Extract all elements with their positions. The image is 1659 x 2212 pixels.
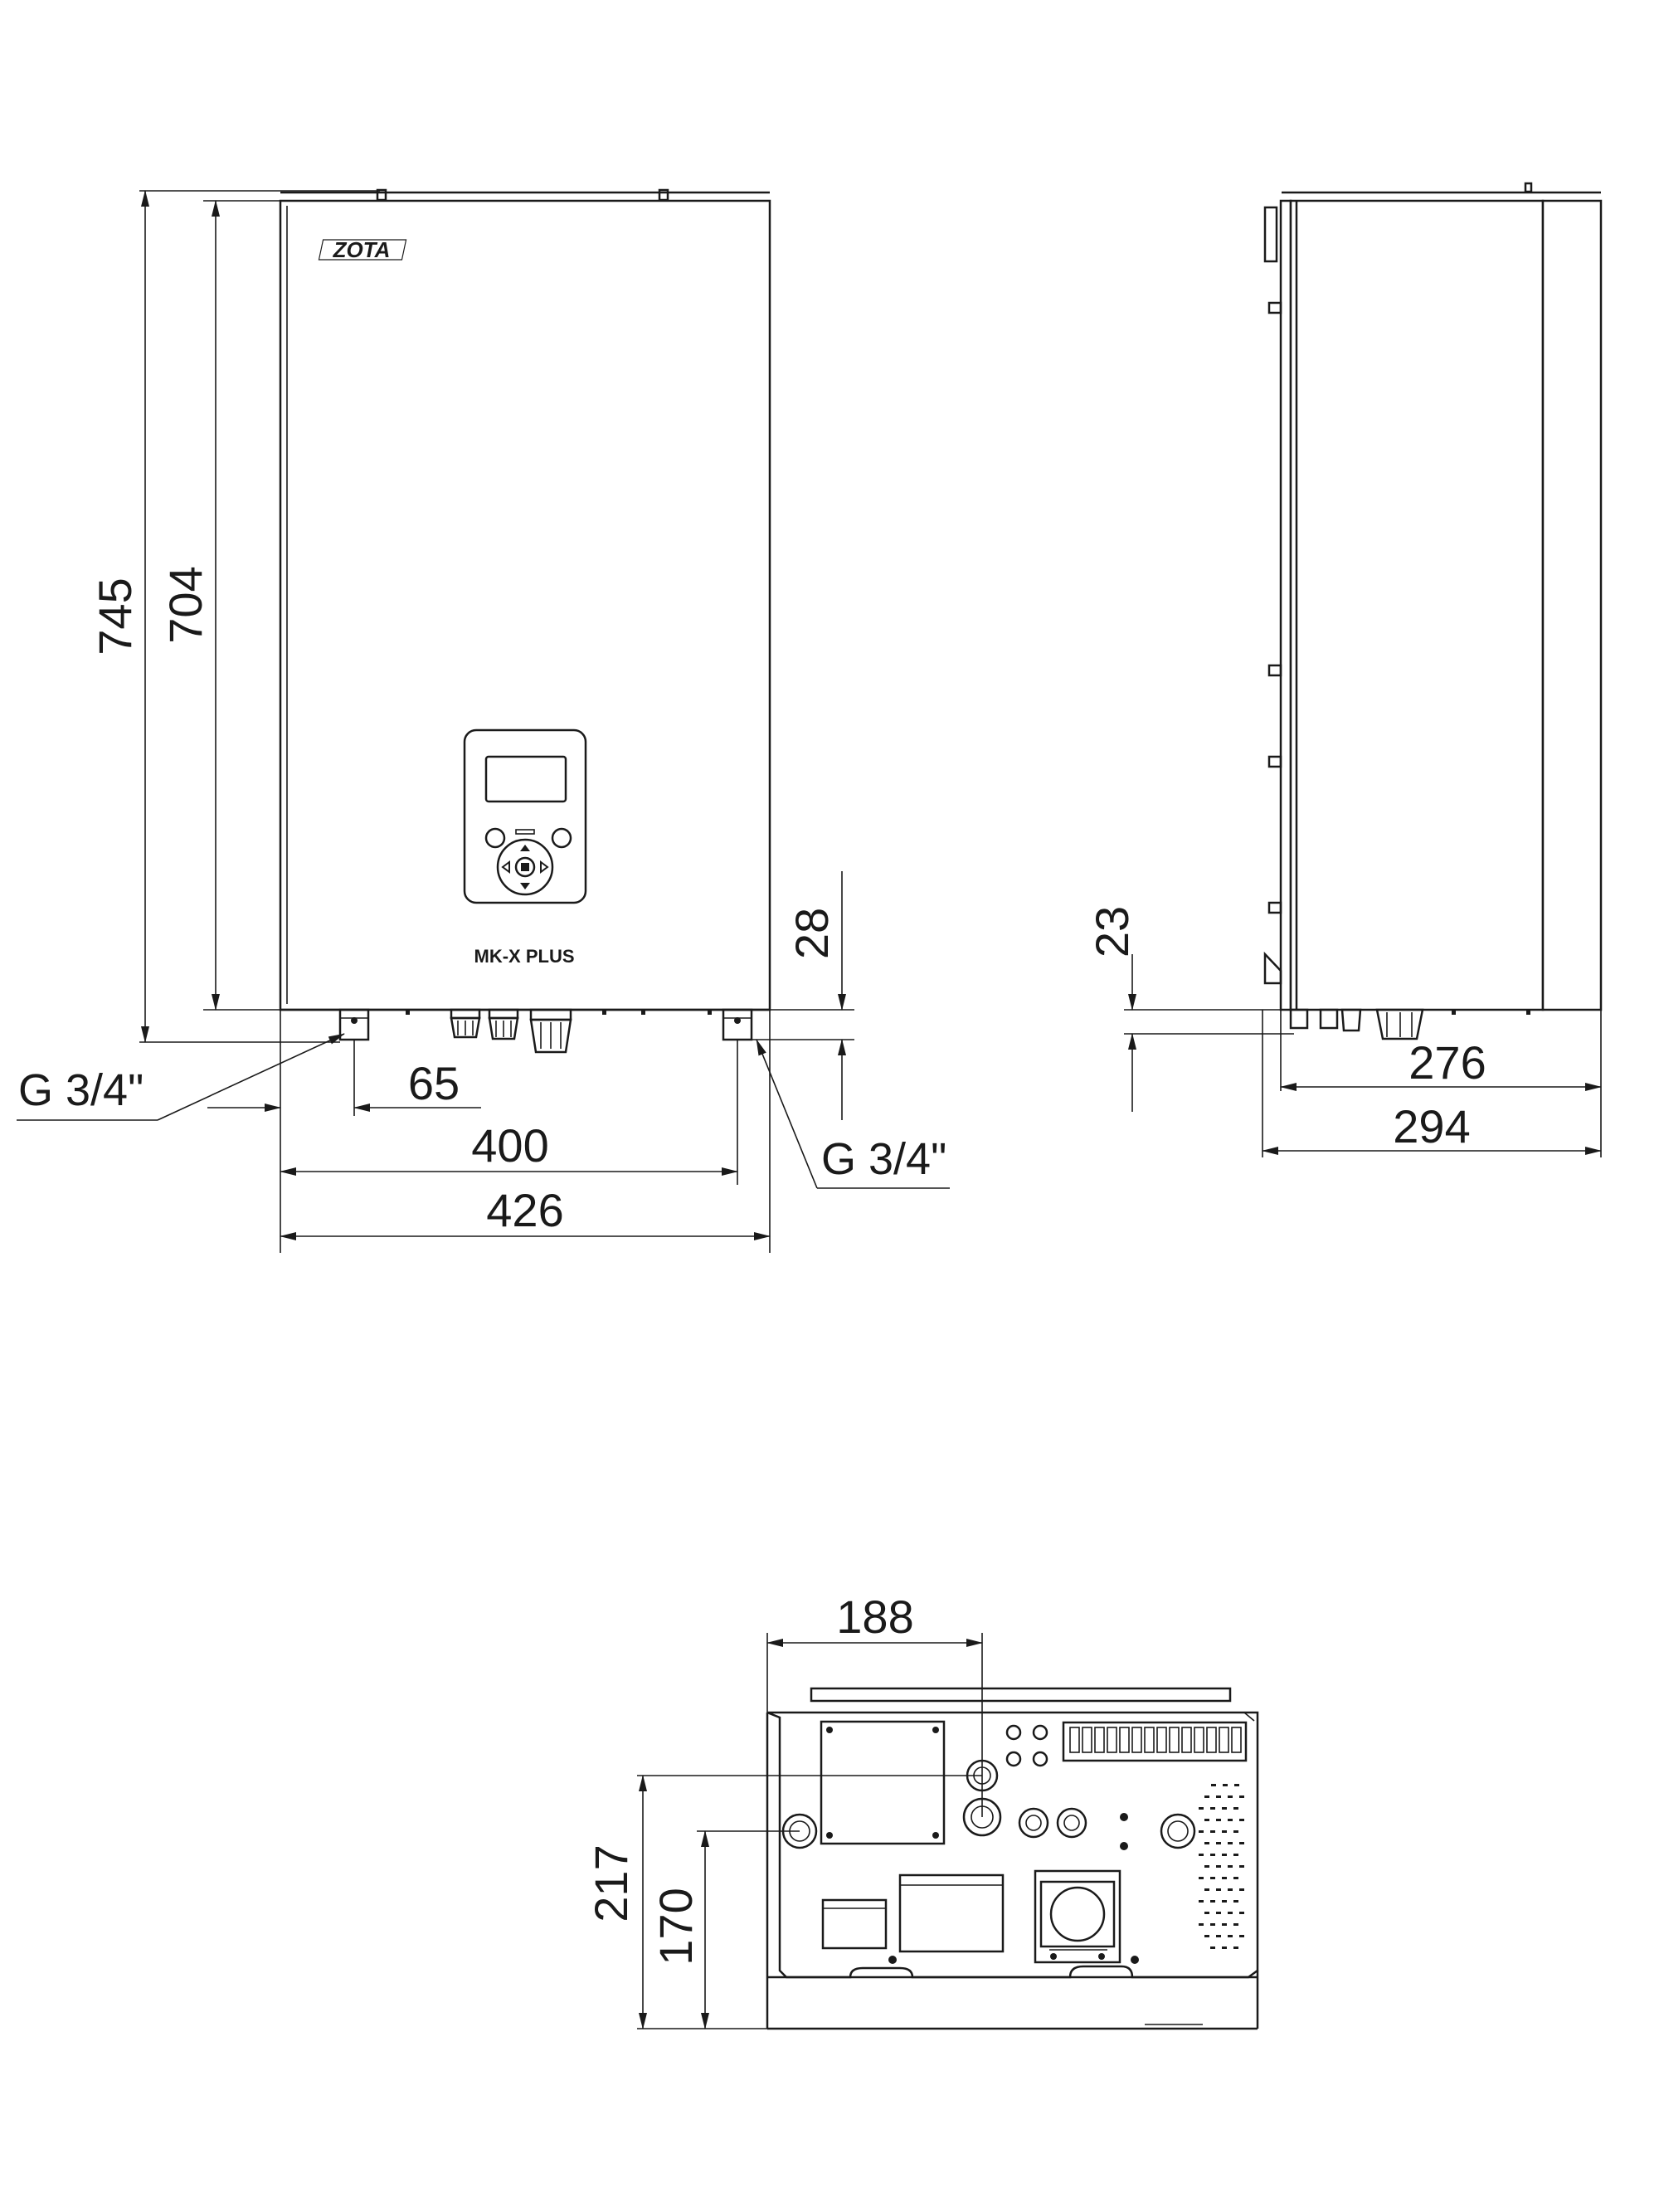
dim-width: 426 — [486, 1184, 563, 1236]
arrow-right-icon — [540, 860, 549, 874]
arrow-left-icon — [501, 860, 510, 874]
control-panel — [463, 728, 587, 904]
relay-box — [898, 1873, 1005, 1953]
dim-depth-total: 294 — [1393, 1100, 1470, 1152]
pipe-right-label: G 3/4" — [821, 1134, 946, 1184]
dim-depth-body: 276 — [1408, 1036, 1486, 1089]
dim-pipe-offset: 65 — [408, 1057, 460, 1109]
front-view: ZOTA MK-X PLUS — [17, 188, 950, 1253]
access-cover-plate — [820, 1720, 946, 1845]
cable-gland-2 — [488, 1008, 519, 1040]
arrow-up-icon — [520, 845, 530, 851]
boiler-side-body — [1289, 199, 1545, 1011]
dim-pipe-spacing: 400 — [471, 1119, 548, 1172]
cable-gland-3 — [529, 1008, 572, 1054]
brand-logo: ZOTA — [318, 237, 407, 262]
side-view: 23 276 294 — [1086, 182, 1603, 1157]
boiler-front-body — [279, 199, 771, 1011]
brand-logo-text: ZOTA — [333, 237, 391, 262]
small-component-box — [821, 1898, 888, 1950]
dim-front-pipe: 217 — [585, 1844, 637, 1922]
ok-button-icon — [551, 827, 572, 849]
dim-overall-height: 745 — [89, 577, 141, 655]
bottom-connections — [338, 1008, 753, 1054]
bottom-view: 188 217 170 — [585, 1591, 1259, 2030]
bottom-pipe-right — [1160, 1813, 1196, 1849]
arrow-down-icon — [520, 883, 530, 889]
model-label: MK-X PLUS — [474, 946, 575, 967]
dim-body-height: 704 — [159, 566, 212, 643]
dim-inlet-offset: 188 — [836, 1591, 913, 1643]
navigation-ring-icon — [496, 838, 554, 896]
ventilation-grille — [1199, 1784, 1244, 1949]
cable-entry — [1034, 1869, 1121, 1964]
pipe-fitting-left — [338, 1008, 370, 1041]
pipe-fitting-right — [722, 1008, 753, 1041]
back-button-icon — [484, 827, 506, 849]
dim-side-pipe-drop: 23 — [1086, 906, 1138, 957]
dim-rear-pipe: 170 — [649, 1888, 702, 1965]
dim-pipe-drop: 28 — [786, 908, 838, 959]
terminal-block — [1062, 1721, 1248, 1762]
display-screen — [484, 755, 567, 803]
cable-gland-1 — [450, 1008, 481, 1039]
pipe-left-label: G 3/4" — [18, 1065, 144, 1115]
